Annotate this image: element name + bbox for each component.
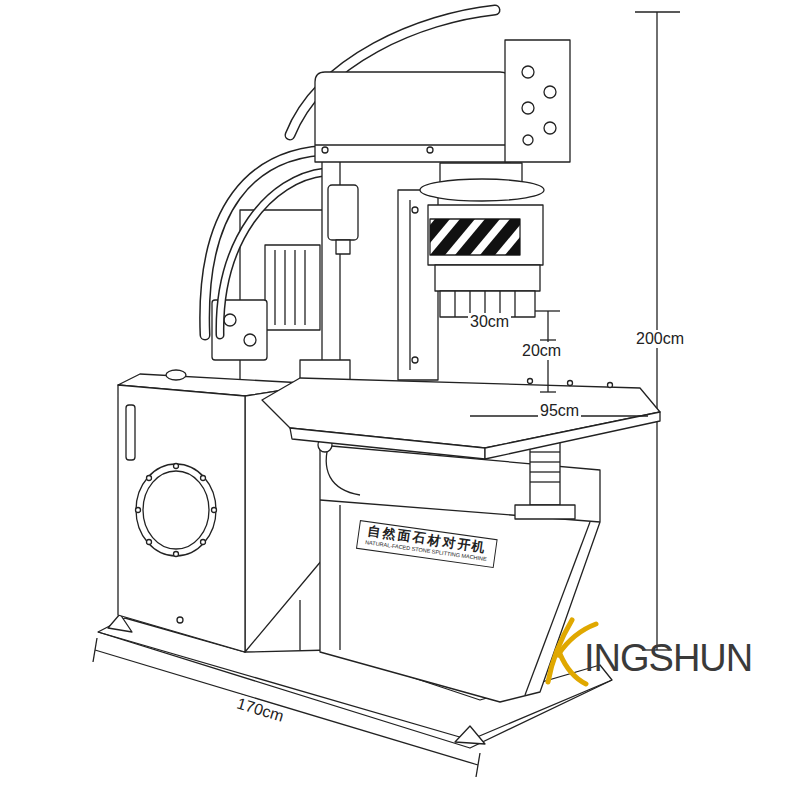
tooth — [514, 291, 515, 317]
valve-cylinder — [328, 185, 358, 240]
hazard-stripe — [430, 219, 450, 255]
bolt — [212, 508, 217, 513]
bolt — [322, 147, 328, 153]
jack-rib — [530, 481, 560, 482]
blade-body — [435, 265, 540, 291]
motor-fin — [284, 250, 285, 325]
guide-edge — [409, 200, 410, 370]
dimension-label: 95cm — [538, 402, 581, 420]
brand-watermark: INGSHUN — [582, 638, 754, 680]
bolt — [568, 381, 573, 386]
motor-fin — [304, 250, 305, 325]
button — [522, 66, 534, 78]
logo-stroke — [560, 654, 586, 684]
bolt — [201, 540, 206, 545]
filler-cap — [166, 370, 186, 380]
jack-rib — [530, 451, 560, 452]
hazard-stripe — [505, 219, 520, 255]
hose — [205, 150, 335, 335]
dimension-tick — [93, 638, 97, 662]
dimension-tick — [476, 753, 480, 777]
bolt — [174, 552, 179, 557]
hose — [220, 172, 325, 335]
bolt — [136, 508, 141, 513]
pedestal-edge — [299, 600, 300, 650]
bolt — [608, 383, 613, 388]
jack-base — [515, 505, 575, 519]
valve-cylinder — [336, 240, 350, 254]
button — [522, 102, 534, 114]
jack-rib — [530, 461, 560, 462]
dimension-tick — [540, 339, 556, 340]
table-lip — [300, 360, 350, 380]
dimension-tick — [540, 391, 556, 392]
bolt — [174, 464, 179, 469]
hose — [205, 150, 335, 335]
blade-holder — [428, 205, 543, 265]
button — [523, 135, 533, 145]
cylinder-flange — [420, 179, 544, 201]
tooth — [454, 291, 455, 317]
motor — [265, 245, 320, 330]
motor-fin — [274, 250, 275, 325]
table-edge — [290, 428, 485, 459]
drain-plug — [177, 617, 183, 623]
lift-jack — [530, 440, 560, 505]
valve-knob — [244, 334, 256, 346]
dimension-label: 30cm — [468, 313, 511, 331]
bolt — [201, 476, 206, 481]
bolt — [412, 207, 418, 213]
sight-gauge — [126, 405, 135, 460]
base-foot — [455, 726, 485, 744]
button — [544, 122, 556, 134]
inspection-port — [143, 471, 209, 549]
control-panel — [505, 40, 570, 162]
dimension-label: 20cm — [520, 342, 563, 360]
dimension-label: 170cm — [233, 694, 288, 726]
pedestal-edge — [339, 505, 340, 650]
valve-knob — [224, 314, 236, 326]
inspection-port — [136, 464, 216, 556]
dimension-label: 200cm — [634, 330, 686, 348]
bolt — [147, 476, 152, 481]
bolt — [147, 540, 152, 545]
hose — [220, 172, 325, 335]
jack-rib — [530, 471, 560, 472]
bolt — [427, 147, 433, 153]
motor-fin — [294, 250, 295, 325]
hydraulic-tank — [118, 385, 245, 652]
machine-head — [315, 72, 510, 162]
bolt — [528, 379, 533, 384]
head-edge — [315, 144, 510, 145]
pedestal-brace — [525, 522, 590, 695]
bolt — [412, 357, 418, 363]
button — [544, 86, 556, 98]
dimension-tick — [635, 11, 680, 12]
